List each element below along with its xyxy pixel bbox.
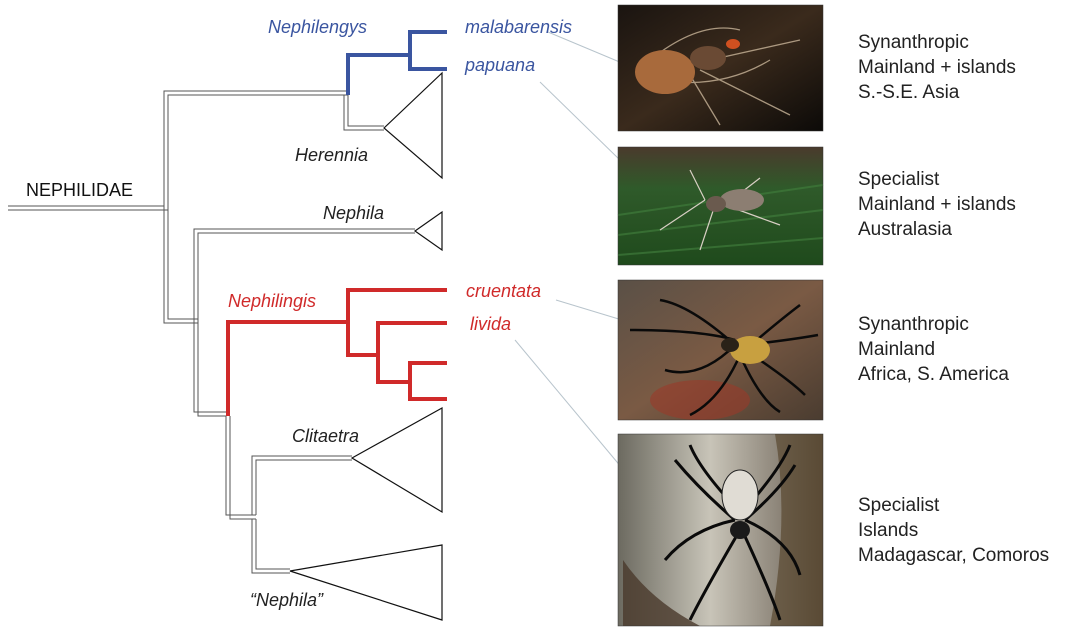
description-1: Synanthropic Mainland + islands S.-S.E. … bbox=[858, 32, 1016, 103]
photo-1 bbox=[618, 5, 823, 131]
description-line: Synanthropic bbox=[858, 314, 969, 335]
description-line: Australasia bbox=[858, 219, 952, 240]
species-label-livida: livida bbox=[470, 314, 511, 334]
description-line: Islands bbox=[858, 520, 918, 541]
clade-label-clitaetra: Clitaetra bbox=[292, 426, 359, 446]
species-label-papuana: papuana bbox=[464, 55, 535, 75]
nephila-triangle bbox=[415, 212, 442, 250]
description-line: Mainland bbox=[858, 339, 935, 360]
description-line: Madagascar, Comoros bbox=[858, 545, 1049, 566]
description-line: S.-S.E. Asia bbox=[858, 82, 960, 103]
leader-lines bbox=[515, 32, 622, 468]
clade-label-nephila: Nephila bbox=[323, 203, 384, 223]
description-2: Specialist Mainland + islands Australasi… bbox=[858, 169, 1016, 240]
photo-2 bbox=[618, 147, 823, 265]
description-line: Mainland + islands bbox=[858, 194, 1016, 215]
clade-label-nephila-quoted: “Nephila” bbox=[250, 590, 324, 610]
description-line: Synanthropic bbox=[858, 32, 969, 53]
species-label-cruentata: cruentata bbox=[466, 281, 541, 301]
description-line: Africa, S. America bbox=[858, 364, 1009, 385]
herennia-triangle bbox=[384, 73, 442, 178]
clade-label-nephilengys: Nephilengys bbox=[268, 17, 367, 37]
clade-label-nephilingis: Nephilingis bbox=[228, 291, 316, 311]
photo-4 bbox=[618, 434, 823, 626]
description-line: Mainland + islands bbox=[858, 57, 1016, 78]
photo-3 bbox=[618, 280, 823, 420]
root-label: NEPHILIDAE bbox=[26, 180, 133, 200]
description-3: Synanthropic Mainland Africa, S. America bbox=[858, 314, 1009, 385]
description-line: Specialist bbox=[858, 495, 940, 516]
clade-label-herennia: Herennia bbox=[295, 145, 368, 165]
description-line: Specialist bbox=[858, 169, 940, 190]
clitaetra-triangle bbox=[352, 408, 442, 512]
description-4: Specialist Islands Madagascar, Comoros bbox=[858, 495, 1049, 566]
species-label-malabarensis: malabarensis bbox=[465, 17, 572, 37]
